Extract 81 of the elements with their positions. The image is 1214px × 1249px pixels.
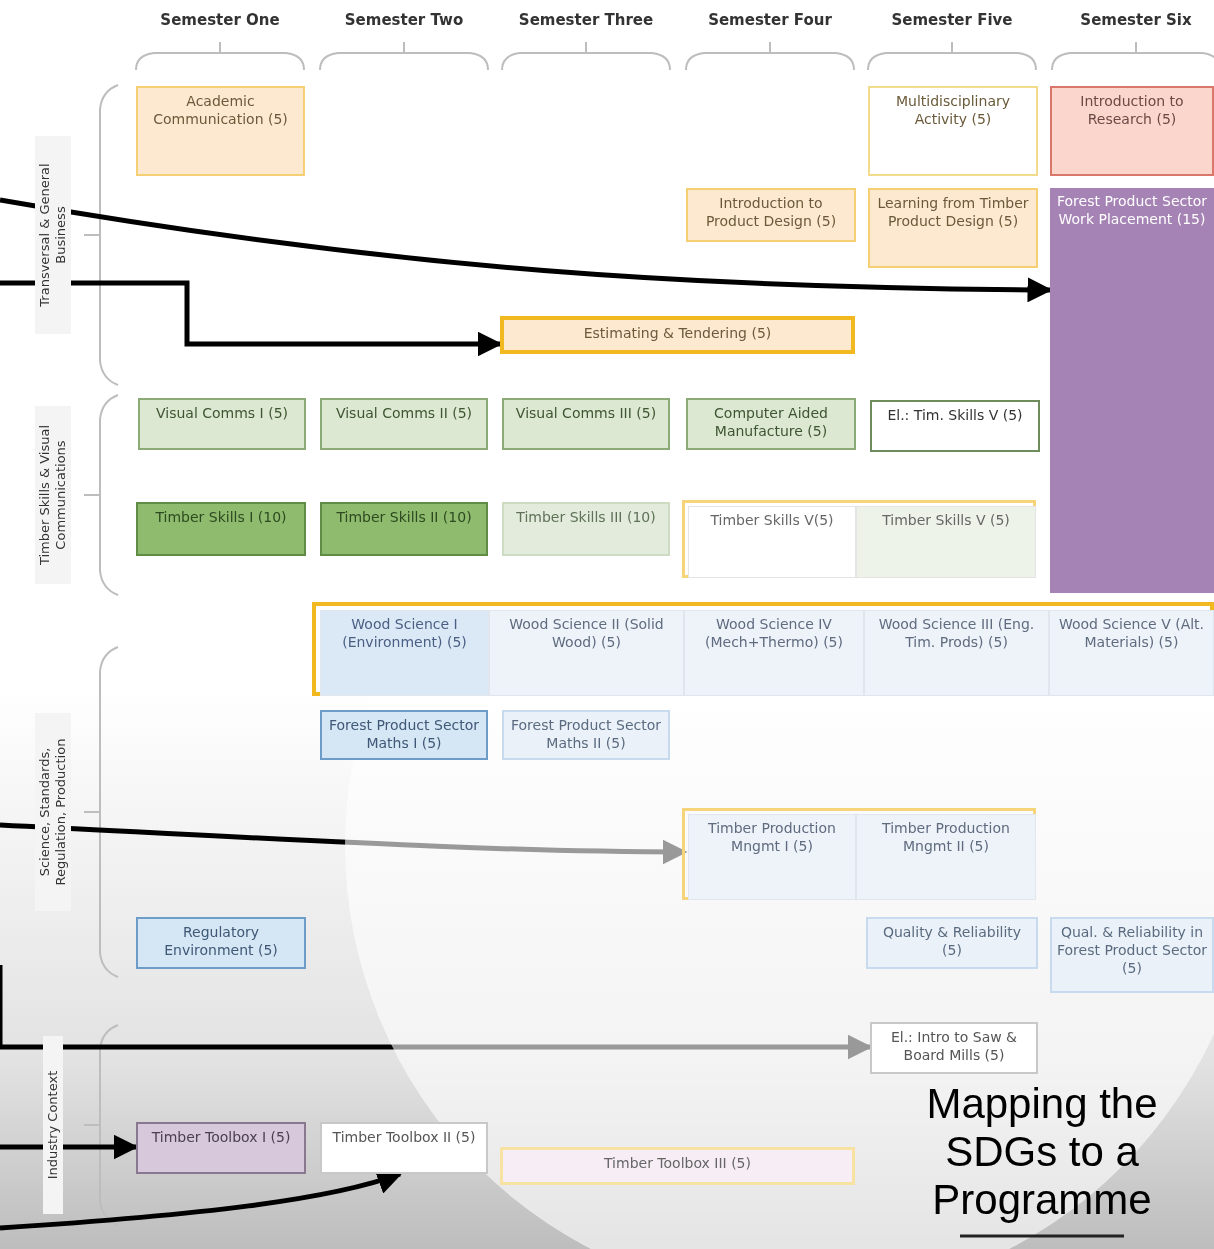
module-title: Learning from Timber Product Design (5)	[876, 194, 1030, 230]
module-title: Quality & Reliability (5)	[881, 923, 1023, 959]
semester-header: Semester Four	[707, 11, 833, 29]
module-box	[1050, 188, 1214, 593]
module-box	[856, 506, 1036, 578]
module-box	[1050, 86, 1214, 176]
module-box	[500, 316, 855, 354]
row-label: Science, Standards, Regulation, Production	[35, 713, 71, 911]
module-title: Introduction to Research (5)	[1079, 92, 1185, 128]
module-box	[856, 814, 1036, 900]
module-title: Timber Toolbox III (5)	[604, 1154, 751, 1172]
row-label: Industry Context	[43, 1036, 63, 1214]
module-box	[320, 502, 488, 556]
module-title: Visual Comms I (5)	[156, 404, 288, 422]
module-title: Academic Communication (5)	[152, 92, 289, 128]
module-title: Multidisciplinary Activity (5)	[894, 92, 1011, 128]
arrow	[0, 822, 688, 865]
module-title: Forest Product Sector Work Placement (15)	[1056, 192, 1208, 228]
module-title: Timber Toolbox II (5)	[332, 1128, 476, 1146]
module-box	[502, 398, 670, 450]
module-title: Timber Production Mngmt I (5)	[707, 819, 837, 855]
module-title: Qual. & Reliability in Forest Product Sector (5)	[1056, 923, 1208, 977]
module-box	[136, 1122, 306, 1174]
module-title: Wood Science II (Solid Wood) (5)	[508, 615, 665, 651]
module-box	[502, 502, 670, 556]
module-box	[320, 1122, 488, 1174]
module-title: Estimating & Tendering (5)	[583, 324, 772, 342]
group-box	[682, 808, 1036, 900]
module-title: Timber Skills V (5)	[882, 511, 1010, 529]
module-box	[868, 86, 1038, 176]
module-title: Introduction to Product Design (5)	[704, 194, 838, 230]
module-box	[136, 917, 306, 969]
module-title: Wood Science IV (Mech+Thermo) (5)	[704, 615, 844, 651]
module-box	[502, 710, 670, 760]
module-box	[489, 610, 684, 696]
module-title: Timber Skills III (10)	[516, 508, 656, 526]
module-box	[686, 188, 856, 242]
module-box	[136, 86, 305, 176]
module-box	[870, 1022, 1038, 1074]
module-box	[864, 610, 1049, 696]
module-title: El.: Intro to Saw & Board Mills (5)	[889, 1028, 1019, 1064]
module-title: Timber Toolbox I (5)	[151, 1128, 291, 1146]
semester-header: Semester Five	[890, 11, 1014, 29]
row-label: Timber Skills & Visual Communications	[35, 406, 71, 584]
module-title: Regulatory Environment (5)	[163, 923, 279, 959]
module-box	[868, 188, 1038, 268]
module-box	[1049, 610, 1214, 696]
module-box	[320, 710, 488, 760]
semester-header: Semester One	[159, 11, 281, 29]
module-title: Wood Science I (Environment) (5)	[341, 615, 468, 651]
group-box	[312, 602, 1214, 696]
module-title: Forest Product Sector Maths I (5)	[328, 716, 480, 752]
module-box	[320, 610, 489, 696]
module-box	[320, 398, 488, 450]
module-title: Visual Comms II (5)	[335, 404, 473, 422]
module-title: Forest Product Sector Maths II (5)	[510, 716, 662, 752]
module-box	[136, 502, 306, 556]
module-title: Wood Science V (Alt. Materials) (5)	[1057, 615, 1206, 651]
module-box	[500, 1147, 855, 1185]
module-box	[684, 610, 864, 696]
module-box	[138, 398, 306, 450]
module-box	[686, 398, 856, 450]
module-box	[866, 917, 1038, 969]
group-box	[682, 500, 1036, 578]
module-title: El.: Tim. Skills V (5)	[887, 406, 1023, 424]
semester-header: Semester Two	[343, 11, 465, 29]
module-title: Timber Production Mngmt II (5)	[881, 819, 1011, 855]
slide-title: Mapping the SDGs to a Programme	[925, 1080, 1159, 1224]
semester-header: Semester Six	[1079, 11, 1193, 29]
module-title: Timber Skills II (10)	[336, 508, 472, 526]
module-title: Visual Comms III (5)	[515, 404, 657, 422]
semester-header: Semester Three	[517, 11, 655, 29]
module-title: Timber Skills V(5)	[710, 511, 834, 529]
row-label: Transversal & General Business	[35, 136, 71, 334]
module-box	[688, 814, 856, 900]
module-box	[1050, 917, 1214, 993]
module-title: Computer Aided Manufacture (5)	[713, 404, 829, 440]
module-box	[870, 400, 1040, 452]
module-box	[688, 506, 856, 578]
module-title: Timber Skills I (10)	[155, 508, 287, 526]
module-title: Wood Science III (Eng. Tim. Prods) (5)	[877, 615, 1036, 651]
